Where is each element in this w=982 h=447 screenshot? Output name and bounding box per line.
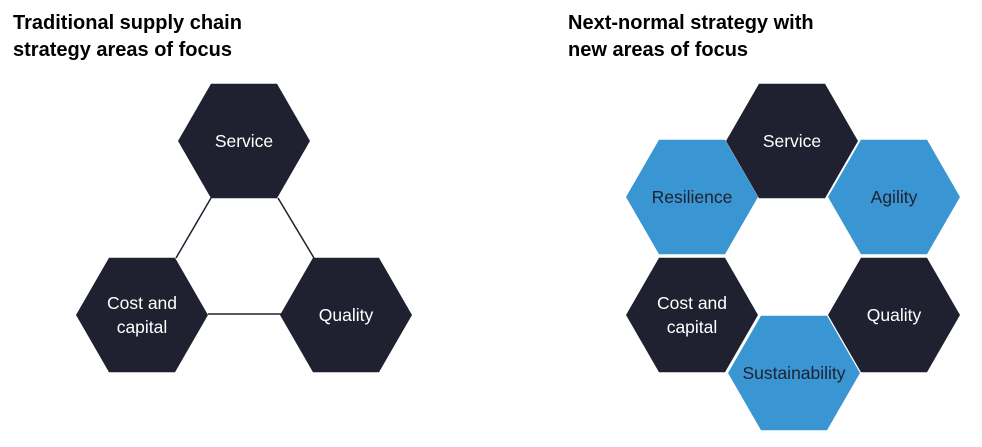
hexagon-label: Sustainability xyxy=(742,363,845,383)
hexagon-label: Quality xyxy=(867,305,922,325)
connector-line xyxy=(175,197,212,259)
hexagon-service: Service xyxy=(178,83,310,199)
triangle-connectors xyxy=(175,197,315,315)
hexagon-shape xyxy=(626,257,758,373)
connector-line xyxy=(277,197,315,259)
hexagon-quality: Quality xyxy=(280,257,412,373)
hexagon-label: Cost and xyxy=(657,293,727,313)
hexagon-label: Service xyxy=(215,131,273,151)
hexagon-service: Service xyxy=(726,83,858,199)
hexagon-cost-and-capital: Cost and capital xyxy=(626,257,758,373)
hexagon-cost-and-capital: Cost and capital xyxy=(76,257,208,373)
hexagon-shape xyxy=(626,139,758,255)
right-panel-title: Next-normal strategy with new areas of f… xyxy=(568,12,814,61)
hexagon-sustainability: Sustainability xyxy=(728,315,860,431)
hexagon-shape xyxy=(726,83,858,199)
hexagon-label: Agility xyxy=(871,187,918,207)
hexagon-shape xyxy=(178,83,310,199)
hexagon-shape xyxy=(828,257,960,373)
hexagon-resilience: Resilience xyxy=(626,139,758,255)
hexagon-label: capital xyxy=(117,317,168,337)
hexagon-label: Cost and xyxy=(107,293,177,313)
hexagon-agility: Agility xyxy=(828,139,960,255)
hexagon-label: capital xyxy=(667,317,718,337)
hexagon-label: Quality xyxy=(319,305,374,325)
hexagon-shape xyxy=(828,139,960,255)
hexagon-label: Resilience xyxy=(652,187,733,207)
hexagon-shape xyxy=(280,257,412,373)
hexagon-shape xyxy=(76,257,208,373)
hexagon-label: Service xyxy=(763,131,821,151)
hexagon-shape xyxy=(728,315,860,431)
hexagon-quality: Quality xyxy=(828,257,960,373)
left-panel-title: Traditional supply chain strategy areas … xyxy=(13,12,242,61)
